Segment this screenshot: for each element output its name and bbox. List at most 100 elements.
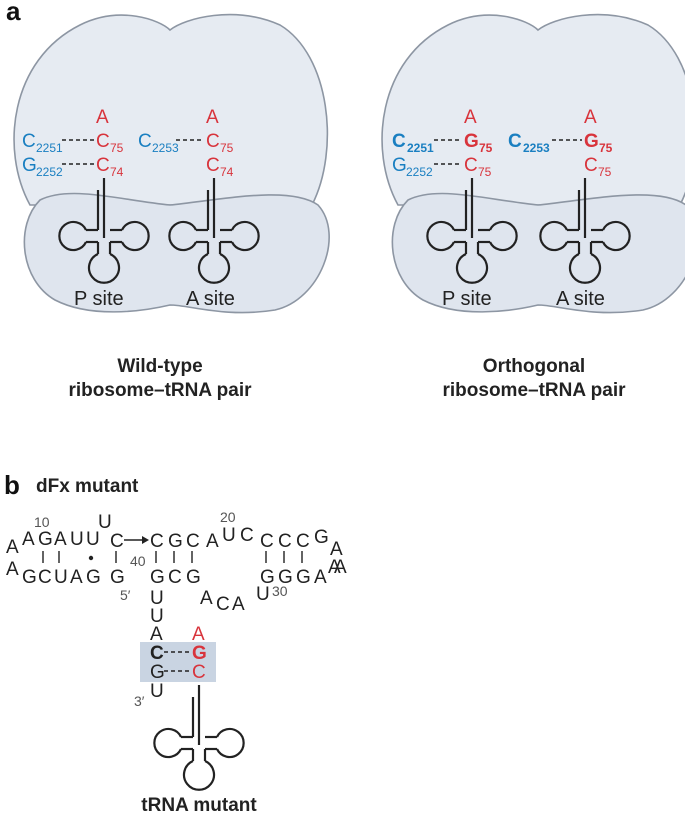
p-trna-n75: C: [96, 131, 110, 152]
p-trna-a-top: A: [464, 107, 477, 128]
svg-text:74: 74: [110, 165, 124, 179]
svg-text:G: G: [314, 527, 329, 548]
svg-text:75: 75: [220, 141, 234, 155]
svg-text:U: U: [150, 606, 164, 627]
a-trna-a-top: A: [206, 107, 219, 128]
svg-text:A: A: [54, 529, 67, 550]
orthogonal-caption-line1: Orthogonal: [483, 356, 585, 377]
svg-text:C: C: [38, 567, 52, 588]
svg-text:G: G: [192, 643, 207, 664]
svg-text:U: U: [98, 512, 112, 533]
svg-text:G: G: [296, 567, 311, 588]
svg-text:U: U: [256, 584, 270, 605]
highlight-box: [140, 642, 216, 682]
svg-text:C: C: [240, 525, 254, 546]
svg-text:75: 75: [110, 141, 124, 155]
svg-text:A: A: [70, 567, 83, 588]
svg-text:G: G: [110, 567, 125, 588]
p-trna-n74: C: [464, 155, 478, 176]
p-site-label: P site: [74, 288, 124, 310]
svg-text:A: A: [330, 539, 343, 560]
a-site-label: A site: [556, 288, 605, 310]
svg-text:C: C: [216, 594, 230, 615]
svg-text:G: G: [278, 567, 293, 588]
ribosome-large-subunit: [381, 13, 685, 206]
wild-type-caption-line2: ribosome–tRNA pair: [69, 380, 253, 401]
svg-text:C: C: [296, 531, 310, 552]
svg-text:C: C: [186, 531, 200, 552]
svg-text:2252: 2252: [36, 165, 63, 179]
rrna-c2251: C: [22, 131, 36, 152]
rrna-c2253: C: [508, 131, 522, 152]
svg-text:A: A: [314, 567, 327, 588]
svg-text:75: 75: [599, 141, 613, 155]
svg-text:A: A: [150, 624, 163, 645]
svg-text:G: G: [186, 567, 201, 588]
svg-text:20: 20: [220, 509, 236, 525]
p-trna-a-top: A: [96, 107, 109, 128]
p-trna-n74: C: [96, 155, 110, 176]
rrna-g2252: G: [392, 155, 407, 176]
svg-text:A: A: [6, 537, 19, 558]
trna-mutant-caption: tRNA mutant: [141, 795, 257, 815]
svg-text:G: G: [150, 567, 165, 588]
p-site-label: P site: [442, 288, 492, 310]
svg-text:40: 40: [130, 553, 146, 569]
svg-text:75: 75: [478, 165, 492, 179]
svg-text:C: C: [260, 531, 274, 552]
svg-text:C: C: [150, 531, 164, 552]
ribosome-large-subunit: [13, 13, 329, 206]
a-trna-n75: G: [584, 131, 599, 152]
svg-text:G: G: [260, 567, 275, 588]
svg-text:A: A: [200, 588, 213, 609]
svg-text:C: C: [278, 531, 292, 552]
svg-text:A: A: [192, 624, 205, 645]
dfx-secondary-structure: 10 20 30 40 5′ 3′ A A G A U U C U A G C …: [6, 509, 347, 709]
svg-text:U: U: [54, 567, 68, 588]
panel-b-letter: b: [4, 470, 20, 500]
svg-text:3′: 3′: [134, 693, 145, 709]
svg-text:G: G: [38, 529, 53, 550]
svg-text:U: U: [86, 529, 100, 550]
a-trna-a-top: A: [584, 107, 597, 128]
ribosome-small-subunit: [391, 192, 685, 314]
a-trna-n74: C: [206, 155, 220, 176]
svg-text:U: U: [222, 525, 236, 546]
svg-text:U: U: [70, 529, 84, 550]
tail-pairing: A C G U A G C: [150, 624, 207, 702]
trna-mutant-icon: [153, 683, 245, 791]
rrna-g2252: G: [22, 155, 37, 176]
svg-text:A: A: [328, 557, 341, 578]
svg-text:74: 74: [220, 165, 234, 179]
svg-text:10: 10: [34, 514, 50, 530]
svg-text:75: 75: [479, 141, 493, 155]
svg-text:A: A: [22, 529, 35, 550]
ribosome-small-subunit: [23, 192, 330, 314]
svg-text:2252: 2252: [406, 165, 433, 179]
p-trna-n75: G: [464, 131, 479, 152]
svg-text:G: G: [22, 567, 37, 588]
svg-text:G: G: [150, 662, 165, 683]
ribosome-wild-type: [13, 13, 330, 314]
svg-text:A: A: [232, 594, 245, 615]
svg-text:A: A: [6, 559, 19, 580]
orthogonal-caption-line2: ribosome–tRNA pair: [443, 380, 627, 401]
svg-text:2253: 2253: [152, 141, 179, 155]
svg-text:30: 30: [272, 583, 288, 599]
wild-type-nucleotides: A C 75 C 74 A C 75 C 74 C 2251 G 2252 C …: [22, 107, 234, 179]
svg-text:5′: 5′: [120, 587, 131, 603]
svg-text:C: C: [110, 531, 124, 552]
svg-text:75: 75: [598, 165, 612, 179]
rrna-c2251: C: [392, 131, 406, 152]
svg-text:A: A: [206, 531, 219, 552]
panel-a-letter: a: [6, 0, 21, 26]
a-trna-n74: C: [584, 155, 598, 176]
a-site-label: A site: [186, 288, 235, 310]
a-trna-n75: C: [206, 131, 220, 152]
svg-text:U: U: [150, 681, 164, 702]
svg-text:2251: 2251: [407, 141, 434, 155]
orthogonal-nucleotides: A G 75 C 75 A G 75 C 75 C 2251 G 2252 C …: [392, 107, 613, 179]
svg-text:G: G: [86, 567, 101, 588]
svg-text:G: G: [168, 531, 183, 552]
